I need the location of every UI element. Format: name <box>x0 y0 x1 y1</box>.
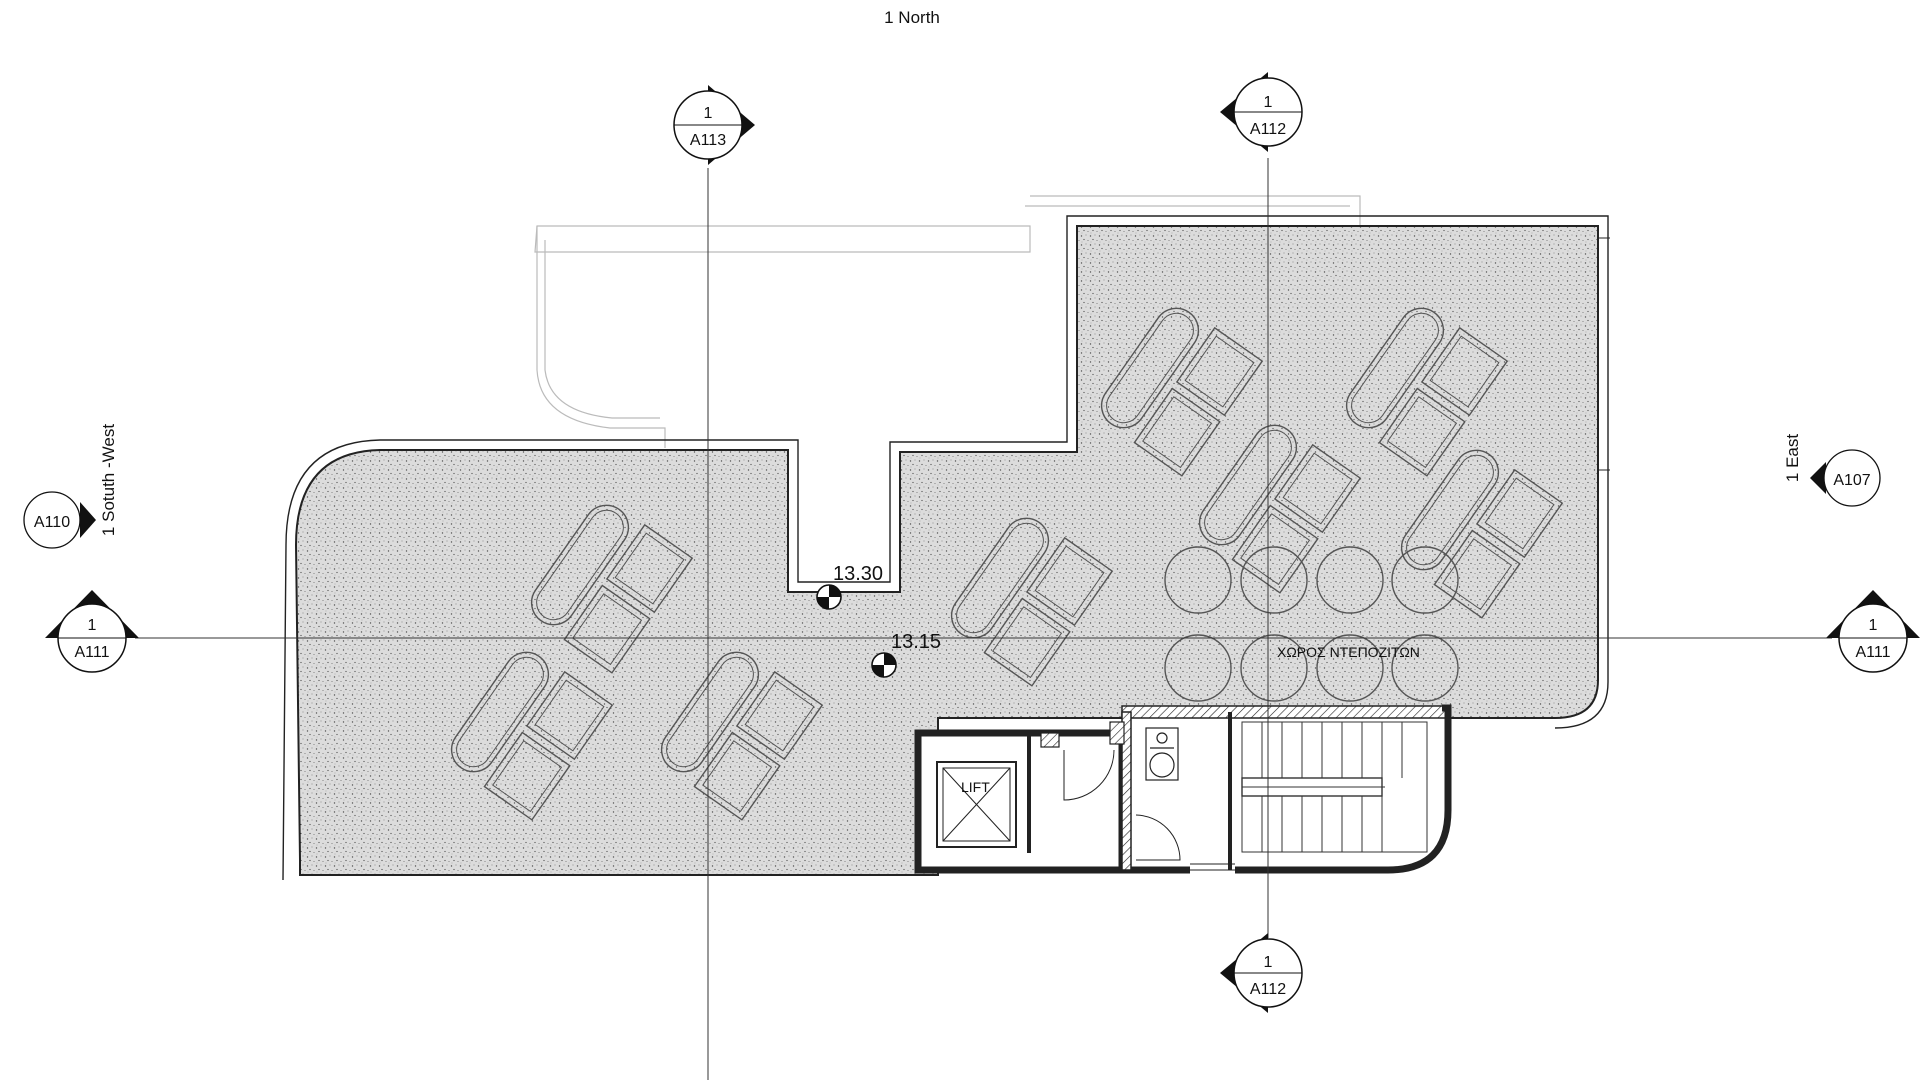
round-tables <box>1164 546 1459 702</box>
elevation-east-sheet: A107 <box>1833 472 1870 489</box>
section-top-left-number: 1 <box>704 105 713 122</box>
section-top-left-sheet: A113 <box>690 132 726 149</box>
section-top-right-number: 1 <box>1264 94 1273 111</box>
view-label-south-west: 1 Sotuth -West <box>99 424 118 536</box>
elevation-marker-west[interactable]: A110 <box>23 491 96 549</box>
elevation-marker-east[interactable]: A107 <box>1810 449 1881 507</box>
section-bottom-number: 1 <box>1264 954 1273 971</box>
view-label-east: 1 East <box>1783 434 1802 482</box>
room-label-lift: LIFT <box>961 779 990 795</box>
level-upper-label: 13.30 <box>833 563 883 585</box>
section-right-number: 1 <box>1869 617 1878 634</box>
building-core <box>914 704 1452 874</box>
level-lower-label: 13.15 <box>891 631 941 653</box>
elevation-west-sheet: A110 <box>34 514 70 531</box>
section-marker-top-right[interactable]: 1 A112 <box>1220 72 1303 152</box>
section-marker-bottom[interactable]: 1 A112 <box>1220 933 1303 1013</box>
section-left-sheet: A111 <box>75 644 110 661</box>
terrace-parapet <box>282 215 1609 881</box>
section-top-right-sheet: A112 <box>1250 121 1286 138</box>
level-marker-lower: 13.15 <box>871 631 941 678</box>
section-marker-left[interactable]: 1 A111 <box>45 590 139 673</box>
section-marker-top-left[interactable]: 1 A113 <box>673 85 755 165</box>
section-marker-right[interactable]: 1 A111 <box>1826 590 1920 673</box>
level-marker-upper: 13.30 <box>816 563 883 610</box>
room-label-storage: ΧΩΡΟΣ ΝΤΕΠΟΖΙΤΩΝ <box>1277 644 1420 660</box>
view-label-north: 1 North <box>884 8 940 27</box>
section-right-sheet: A111 <box>1856 644 1891 661</box>
section-left-number: 1 <box>88 617 97 634</box>
section-bottom-sheet: A112 <box>1250 981 1286 998</box>
grid-lines <box>135 158 1832 1080</box>
